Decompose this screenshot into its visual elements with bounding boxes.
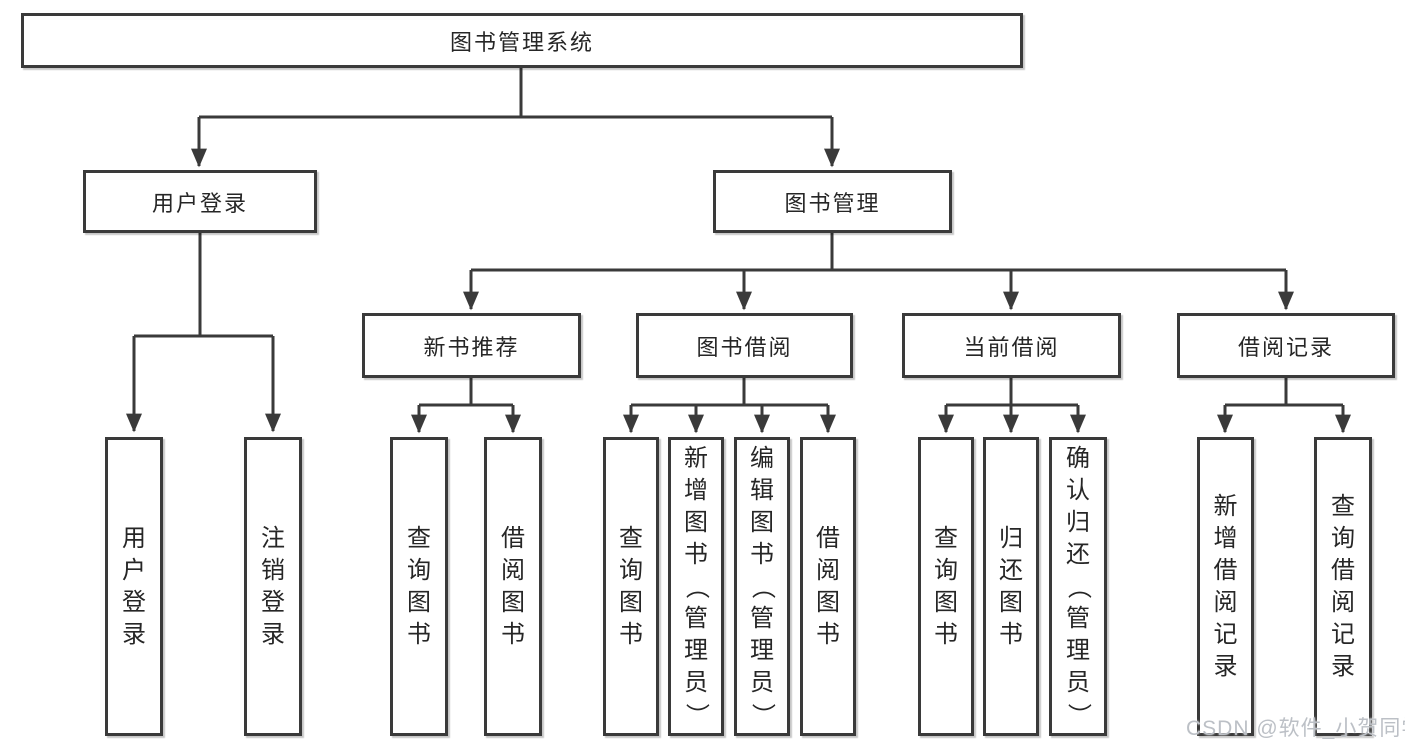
connector-book-borrowing-children (623, 378, 836, 434)
leaf-edit-books-admin: 编辑图书（管理员） (734, 437, 790, 736)
leaf-borrow-books: 借阅图书 (800, 437, 856, 736)
node-root-library-system: 图书管理系统 (21, 13, 1023, 68)
leaf-borrow-books-recommend: 借阅图书 (484, 437, 542, 736)
node-current-borrowing: 当前借阅 (902, 313, 1121, 378)
leaf-add-books-admin: 新增图书（管理员） (668, 437, 724, 736)
connector-root-to-level2 (191, 66, 840, 168)
leaf-logout: 注销登录 (244, 437, 302, 736)
leaf-user-login: 用户登录 (105, 437, 163, 736)
leaf-add-borrow-record: 新增借阅记录 (1197, 437, 1254, 736)
watermark: CSDN @软件_小贺同学 (1186, 717, 1405, 740)
leaf-query-books-current: 查询图书 (918, 437, 974, 736)
leaf-return-books: 归还图书 (983, 437, 1039, 736)
node-book-management: 图书管理 (713, 170, 952, 233)
node-borrowing-records: 借阅记录 (1177, 313, 1395, 378)
node-user-login: 用户登录 (83, 170, 317, 233)
connector-book-management-children (463, 233, 1294, 311)
connector-user-login-children (126, 233, 281, 433)
leaf-query-borrow-record: 查询借阅记录 (1314, 437, 1372, 736)
connector-new-book-recommend-children (411, 378, 521, 434)
connector-borrowing-records-children (1217, 378, 1351, 434)
node-book-borrowing: 图书借阅 (636, 313, 853, 378)
connector-current-borrowing-children (938, 378, 1086, 434)
node-new-book-recommend: 新书推荐 (362, 313, 581, 378)
leaf-query-books-borrowing: 查询图书 (603, 437, 659, 736)
leaf-confirm-return-admin: 确认归还（管理员） (1049, 437, 1107, 736)
leaf-query-books-recommend: 查询图书 (390, 437, 448, 736)
